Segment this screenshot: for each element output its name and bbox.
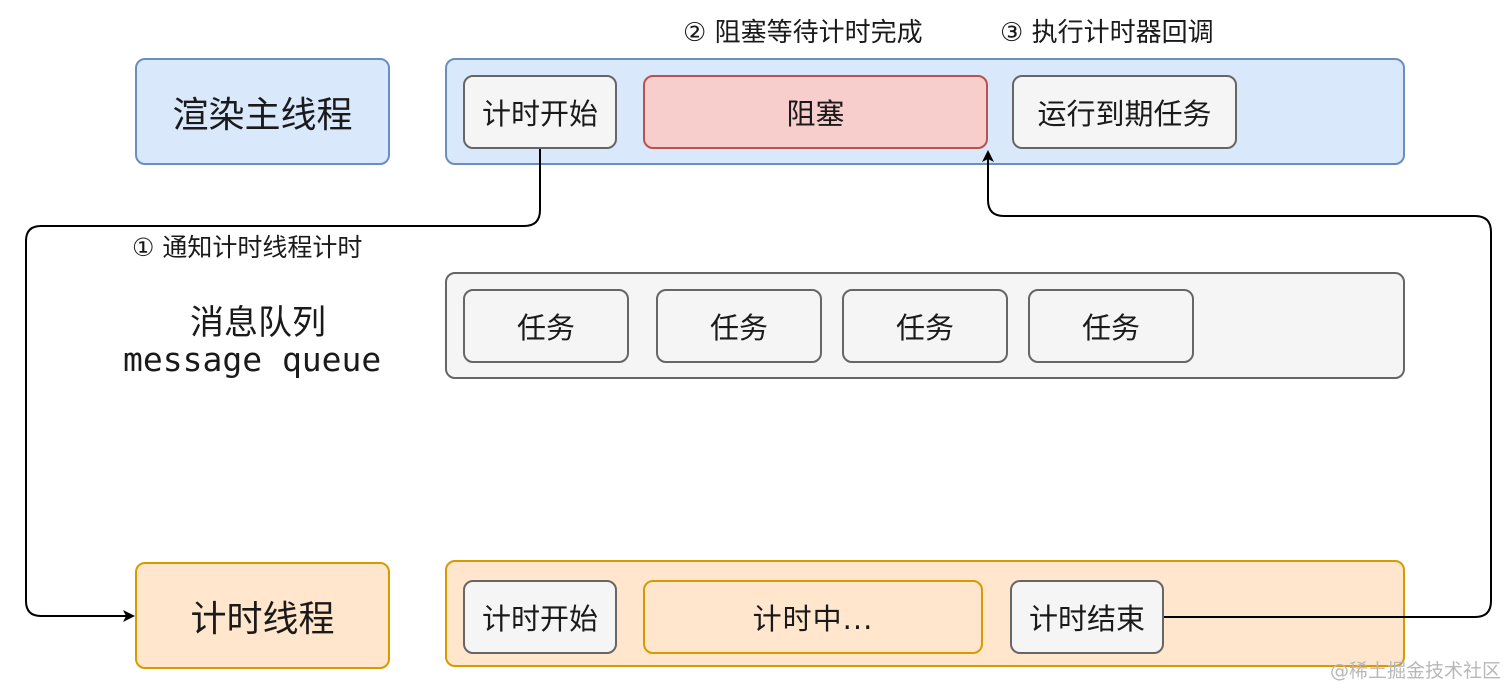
render-run-due-task: 运行到期任务: [1012, 75, 1237, 149]
step1-annotation: ① 通知计时线程计时: [132, 233, 363, 262]
queue-task: 任务: [1028, 289, 1194, 363]
queue-task: 任务: [463, 289, 629, 363]
queue-task: 任务: [656, 289, 822, 363]
render-timer-start-task: 计时开始: [463, 75, 617, 149]
message-queue-label-cn: 消息队列: [190, 303, 326, 343]
message-queue-label-en: message queue: [123, 340, 382, 379]
timer-start-task: 计时开始: [463, 580, 617, 654]
step2-annotation: ② 阻塞等待计时完成: [683, 18, 923, 48]
watermark: @稀土掘金技术社区: [1330, 660, 1502, 682]
timer-thread-label: 计时线程: [135, 562, 390, 669]
timer-callback-arrow: [982, 150, 1492, 618]
timer-end-task: 计时结束: [1010, 580, 1164, 654]
render-main-thread-label: 渲染主线程: [135, 58, 390, 165]
render-blocked-task: 阻塞: [643, 75, 988, 149]
step3-annotation: ③ 执行计时器回调: [1000, 18, 1214, 48]
queue-task: 任务: [842, 289, 1008, 363]
notify-timer-arrow: [25, 149, 541, 622]
timer-counting-task: 计时中...: [643, 580, 983, 654]
